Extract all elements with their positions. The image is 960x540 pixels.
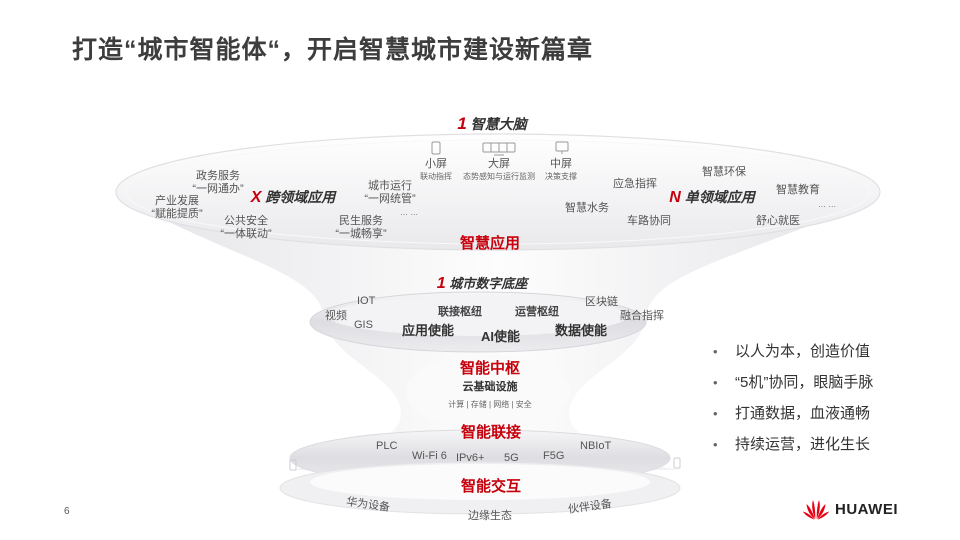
enabler-ai: AI使能 — [481, 329, 521, 344]
bullet-dot: • — [713, 406, 718, 421]
n-app-environment: 智慧环保 — [702, 166, 746, 178]
top-ellipse — [115, 133, 881, 251]
screen-large-label: 大屏 — [488, 158, 510, 170]
x-app-gov: 政务服务“一网通办” — [192, 170, 244, 195]
protocol-f5g: F5G — [543, 450, 565, 462]
tag-video: 视频 — [325, 310, 347, 322]
huawei-logo: HUAWEI — [802, 498, 898, 520]
cloud-infra-sub: 计算 | 存储 | 网络 | 安全 — [448, 400, 532, 409]
screen-medium-sub: 决策支撑 — [545, 172, 577, 181]
n-app-education: 智慧教育 — [776, 184, 820, 196]
bullet-dot: • — [713, 437, 718, 452]
bullet-item: •“5机”协同，眼脑手脉 — [713, 374, 874, 391]
n-app-vehicle-road: 车路协同 — [627, 215, 671, 227]
enabler-app: 应用使能 — [402, 323, 455, 338]
screen-small-sub: 联动指挥 — [420, 172, 452, 181]
protocol-ipv6: IPv6+ — [456, 452, 485, 464]
tag-iot: IOT — [357, 295, 376, 307]
screen-small-label: 小屏 — [425, 158, 447, 170]
bullet-item: •打通数据，血液通畅 — [713, 405, 871, 422]
tag-connect-hub: 联接枢纽 — [438, 306, 482, 318]
protocol-wifi6: Wi-Fi 6 — [412, 450, 447, 462]
screen-medium-label: 中屏 — [550, 158, 572, 170]
bullet-item: •以人为本，创造价值 — [713, 343, 871, 360]
x-app-public-safety: 公共安全“一体联动” — [220, 215, 272, 240]
brain-label: 智慧大脑 — [470, 116, 527, 132]
monitor-icon — [555, 141, 569, 154]
page-number: 6 — [64, 506, 70, 517]
protocol-nbiot: NBIoT — [580, 440, 612, 452]
tag-gis: GIS — [354, 319, 373, 331]
x-app-livelihood: 民生服务“一城畅享” — [335, 215, 387, 240]
page-title: 打造“城市智能体“，开启智慧城市建设新篇章 — [72, 36, 594, 64]
smart-connect-label: 智能联接 — [460, 424, 522, 441]
eco-edge: 边缘生态 — [468, 510, 512, 522]
protocol-plc: PLC — [376, 440, 398, 452]
tag-blockchain: 区块链 — [585, 296, 618, 308]
brain-heading: 1 智慧大脑 — [457, 114, 526, 134]
brain-number: 1 — [457, 114, 467, 133]
phone-icon — [431, 141, 441, 155]
x-app-industry: 产业发展“赋能提质” — [151, 195, 203, 220]
n-app-water: 智慧水务 — [565, 202, 609, 214]
bullet-dot: • — [713, 344, 718, 359]
neck-ellipse — [406, 354, 570, 430]
protocol-5g: 5G — [504, 452, 519, 464]
smart-hub-label: 智能中枢 — [459, 360, 521, 377]
cloud-infra-label: 云基础设施 — [462, 381, 518, 393]
smart-app-label: 智慧应用 — [459, 235, 521, 252]
screen-large-sub: 态势感知与运行监测 — [463, 172, 535, 181]
x-app-city-ops: 城市运行“一网统管” — [364, 180, 416, 205]
large-screen-icon — [482, 142, 516, 156]
tag-fusion-command: 融合指挥 — [620, 310, 664, 322]
n-app-emergency: 应急指挥 — [613, 178, 657, 190]
n-apps-ellipsis: … … — [818, 200, 837, 209]
digital-base-heading: 1 城市数字底座 — [436, 275, 528, 292]
brand-name: HUAWEI — [835, 500, 898, 518]
smart-interact-label: 智能交互 — [460, 478, 522, 495]
x-apps-heading: X 跨领域应用 — [250, 189, 336, 206]
huawei-flower-icon — [802, 500, 830, 520]
n-app-medical: 舒心就医 — [756, 215, 800, 227]
x-apps-ellipsis: … … — [400, 208, 419, 217]
bullet-item: •持续运营，进化生长 — [713, 436, 871, 453]
bullet-list: •以人为本，创造价值 •“5机”协同，眼脑手脉 •打通数据，血液通畅 •持续运营… — [713, 340, 873, 464]
n-apps-heading: N 单领域应用 — [669, 189, 755, 206]
enabler-data: 数据使能 — [555, 323, 608, 338]
tag-ops-hub: 运营枢纽 — [515, 306, 559, 318]
bullet-dot: • — [713, 375, 718, 390]
